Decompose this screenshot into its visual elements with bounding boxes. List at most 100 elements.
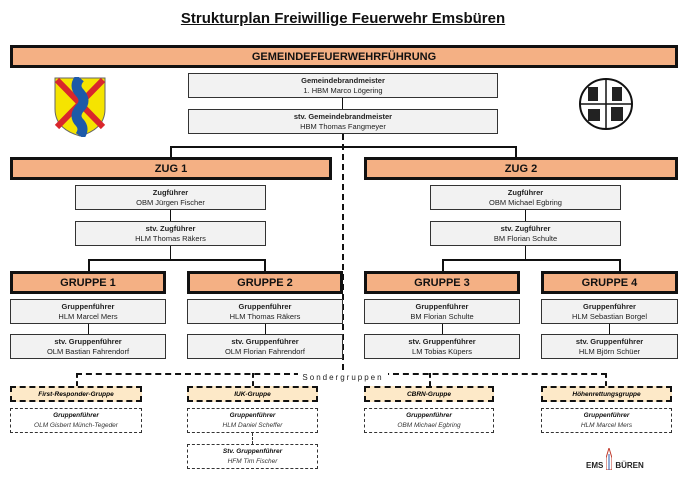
role: Gruppenführer — [53, 412, 99, 420]
emsbueren-logo: EMS BÜREN — [586, 446, 652, 470]
sondergruppe-header: Höhenrettungsgruppe — [541, 386, 672, 402]
connector — [619, 259, 621, 271]
connector — [76, 373, 78, 386]
connector — [88, 259, 265, 261]
connector — [252, 433, 253, 444]
name: 1. HBM Marco Lögering — [303, 85, 383, 95]
zug-2-header: ZUG 2 — [364, 157, 678, 180]
page-title: Strukturplan Freiwillige Feuerwehr Emsbü… — [180, 10, 506, 27]
role: Gruppenführer — [229, 412, 276, 420]
logo-text-right: BÜREN — [615, 461, 644, 470]
logo-text-left: EMS — [586, 461, 604, 470]
connector — [429, 373, 431, 386]
connector — [525, 210, 526, 221]
connector — [252, 373, 254, 386]
connector — [170, 146, 516, 148]
connector — [525, 246, 526, 259]
role: Gemeindebrandmeister — [301, 75, 385, 85]
name: OBM Michael Egbring — [489, 197, 562, 207]
role: stv. Zugführer — [500, 223, 551, 233]
name: HLM Björn Schüer — [578, 346, 641, 356]
connector — [342, 98, 343, 109]
name: HFM Tim Fischer — [227, 457, 278, 465]
name: HLM Sebastian Borgel — [571, 311, 648, 321]
name: HLM Thomas Räkers — [135, 233, 206, 243]
connector — [170, 210, 171, 221]
connector — [88, 259, 90, 271]
church-tower-icon — [606, 448, 613, 470]
gruppe-3-header: GRUPPE 3 — [364, 271, 520, 294]
connector — [170, 246, 171, 259]
name: OBM Michael Egbring — [397, 421, 461, 429]
connector — [170, 146, 172, 157]
role: Gruppenführer — [61, 301, 115, 311]
role: stv. Gruppenführer — [231, 336, 299, 346]
name: BM Florian Schulte — [493, 233, 558, 243]
sondergruppe-header: IUK-Gruppe — [187, 386, 318, 402]
role: stv. Zugführer — [145, 223, 196, 233]
connector — [609, 324, 610, 334]
name: OBM Jürgen Fischer — [136, 197, 205, 207]
gruppe-1-header: GRUPPE 1 — [10, 271, 166, 294]
role: stv. Gruppenführer — [408, 336, 476, 346]
zug-1-header: ZUG 1 — [10, 157, 332, 180]
name: HLM Thomas Räkers — [229, 311, 301, 321]
role: Gruppenführer — [406, 412, 452, 420]
connector — [442, 259, 444, 271]
role: Gruppenführer — [583, 412, 630, 420]
connector — [515, 146, 517, 157]
leadership-header: GEMEINDEFEUERWEHRFÜHRUNG — [10, 45, 678, 68]
role: Gruppenführer — [238, 301, 292, 311]
role: Gruppenführer — [415, 301, 469, 311]
name: HLM Daniel Scheffer — [222, 421, 283, 429]
connector — [605, 373, 607, 386]
role: stv. Gruppenführer — [575, 336, 644, 346]
coat-of-arms-icon — [54, 77, 106, 137]
connector — [265, 324, 266, 334]
role: stv. Gemeindebrandmeister — [293, 111, 393, 121]
connector — [342, 134, 344, 370]
role: Zugführer — [152, 187, 189, 197]
gruppe-4-header: GRUPPE 4 — [541, 271, 678, 294]
connector — [88, 324, 89, 334]
name: OLM Bastian Fahrendorf — [46, 346, 130, 356]
connector — [442, 259, 620, 261]
sondergruppe-header: CBRN-Gruppe — [364, 386, 494, 402]
name: OLM Florian Fahrendorf — [224, 346, 306, 356]
fire-brigade-emblem-icon — [579, 78, 633, 130]
role: Gruppenführer — [583, 301, 636, 311]
sondergruppe-header: First-Responder-Gruppe — [10, 386, 142, 402]
role: Stv. Gruppenführer — [222, 448, 283, 456]
role: Zugführer — [507, 187, 544, 197]
gruppe-2-header: GRUPPE 2 — [187, 271, 343, 294]
connector — [442, 324, 443, 334]
name: LM Tobias Küpers — [412, 346, 472, 356]
name: HLM Marcel Mers — [580, 421, 633, 429]
connector — [264, 259, 266, 271]
name: HBM Thomas Fangmeyer — [300, 121, 386, 131]
sondergruppen-label: Sondergruppen — [298, 373, 388, 382]
role: stv. Gruppenführer — [54, 336, 122, 346]
name: BM Florian Schulte — [410, 311, 474, 321]
name: HLM Marcel Mers — [58, 311, 118, 321]
name: OLM Gisbert Münch-Tegeder — [34, 421, 118, 429]
